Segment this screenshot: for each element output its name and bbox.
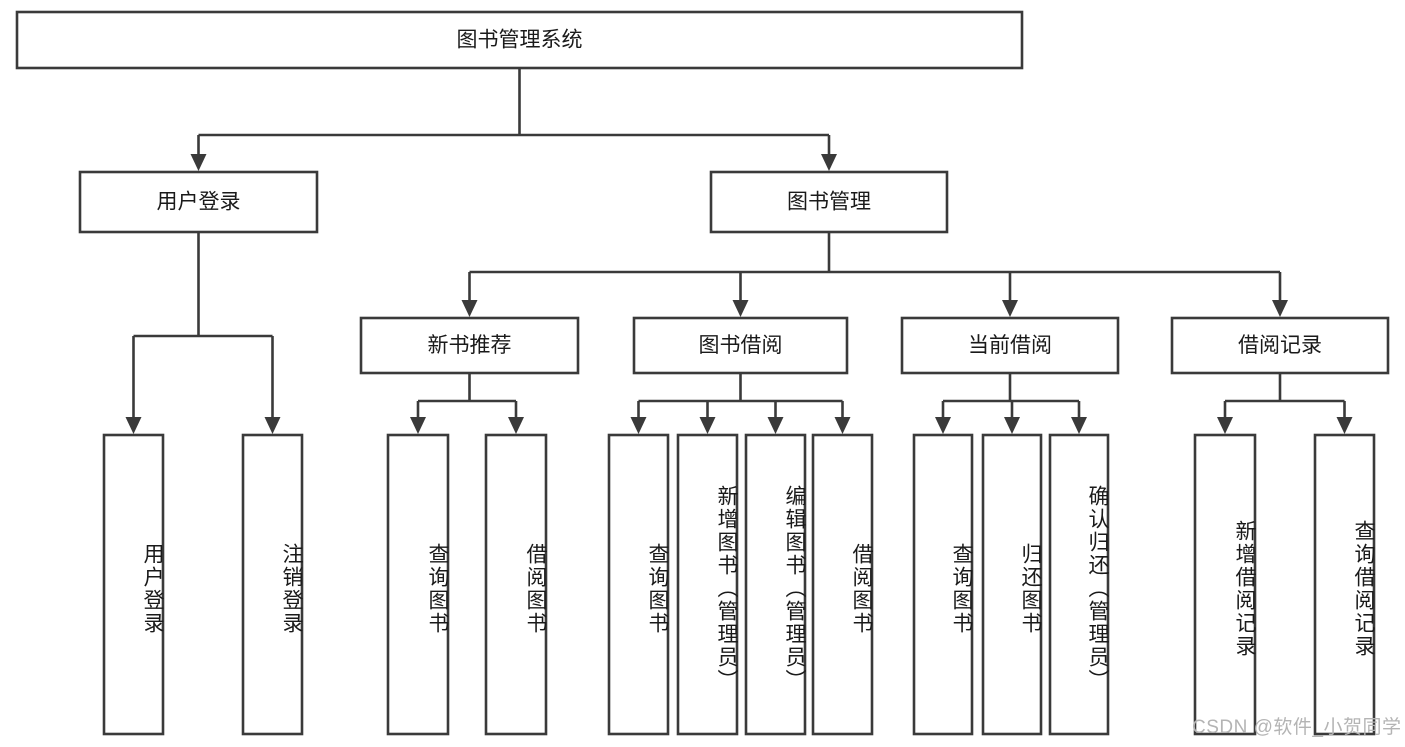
watermark-text: CSDN @软件_小贺同学 xyxy=(1192,717,1402,738)
node-box-leaf-confirm-return[interactable] xyxy=(1048,433,1110,736)
node-box-leaf-return-book[interactable] xyxy=(981,433,1043,736)
node-box-leaf-edit-book[interactable] xyxy=(744,433,807,736)
arrow-head-borrow-record xyxy=(1272,300,1288,317)
arrow-head-book-borrow xyxy=(732,300,749,317)
arrow-head-leaf-add-book xyxy=(699,417,716,434)
node-box-book-manage[interactable] xyxy=(709,170,949,234)
node-box-leaf-add-record[interactable] xyxy=(1193,433,1257,736)
node-label-user-login: 用户登录 xyxy=(157,191,241,214)
node-label-new-book-rec: 新书推荐 xyxy=(428,334,512,357)
node-box-book-borrow[interactable] xyxy=(632,316,849,375)
connector-layer xyxy=(125,68,1353,434)
arrow-head-leaf-query-book-current xyxy=(935,417,951,434)
node-label-book-manage: 图书管理 xyxy=(787,191,871,214)
node-box-current-borrow[interactable] xyxy=(900,316,1120,375)
node-box-leaf-borrow-book-rec[interactable] xyxy=(484,433,548,736)
arrow-head-leaf-edit-book xyxy=(767,417,784,434)
node-box-new-book-rec[interactable] xyxy=(359,316,580,375)
node-box-leaf-query-record[interactable] xyxy=(1313,433,1376,736)
node-box-user-login[interactable] xyxy=(78,170,319,234)
node-box-leaf-user-login[interactable] xyxy=(102,433,165,736)
arrow-head-current-borrow xyxy=(1002,300,1018,317)
node-box-layer xyxy=(15,10,1390,736)
arrow-head-leaf-confirm-return xyxy=(1071,417,1087,434)
node-label-borrow-record: 借阅记录 xyxy=(1238,334,1322,357)
node-box-leaf-logout[interactable] xyxy=(241,433,304,736)
arrow-head-leaf-return-book xyxy=(1004,417,1020,434)
node-box-root[interactable] xyxy=(15,10,1024,70)
node-box-borrow-record[interactable] xyxy=(1170,316,1390,375)
arrow-head-leaf-borrow-book-rec xyxy=(508,417,524,434)
arrow-head-leaf-query-book-rec xyxy=(410,417,426,434)
node-label-current-borrow: 当前借阅 xyxy=(968,334,1052,357)
arrow-head-user-login xyxy=(190,154,207,171)
arrow-head-leaf-query-record xyxy=(1336,417,1353,434)
arrow-head-book-manage xyxy=(821,154,837,171)
arrow-head-leaf-add-record xyxy=(1217,417,1233,434)
arrow-head-leaf-logout xyxy=(264,417,281,434)
node-box-leaf-query-book-rec[interactable] xyxy=(386,433,450,736)
node-box-leaf-query-book-current[interactable] xyxy=(912,433,974,736)
arrow-head-leaf-borrow-book xyxy=(834,417,851,434)
node-box-leaf-query-book-borrow[interactable] xyxy=(607,433,670,736)
arrow-head-new-book-rec xyxy=(461,300,478,317)
node-box-leaf-borrow-book[interactable] xyxy=(811,433,874,736)
node-label-book-borrow: 图书借阅 xyxy=(699,334,783,357)
node-label-root: 图书管理系统 xyxy=(457,29,583,52)
arrow-head-leaf-query-book-borrow xyxy=(630,417,647,434)
arrow-head-leaf-user-login xyxy=(125,417,142,434)
node-box-leaf-add-book[interactable] xyxy=(676,433,739,736)
